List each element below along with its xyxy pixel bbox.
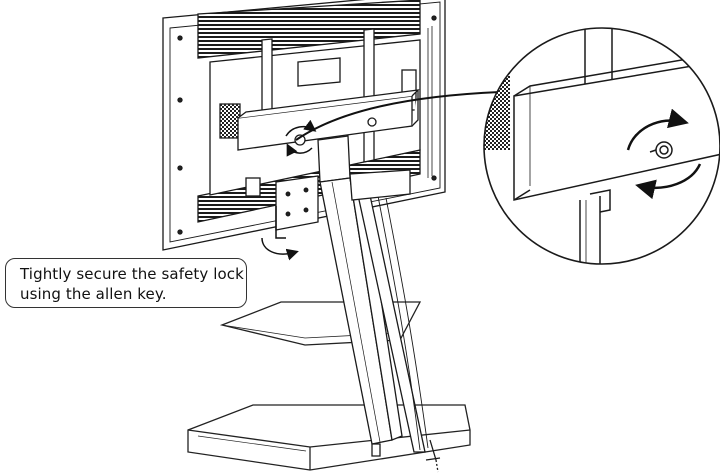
zoom-leader-line [295,91,501,141]
instruction-callout: Tightly secure the safety lock using the… [5,258,247,308]
stand-column [275,135,441,473]
allen-key-icon [261,206,299,261]
zoom-detail-icon [483,27,720,265]
instruction-line-1: Tightly secure the safety lock [20,265,244,283]
rotate-arrows-icon [285,119,317,157]
instruction-line-2: using the allen key. [20,285,167,303]
